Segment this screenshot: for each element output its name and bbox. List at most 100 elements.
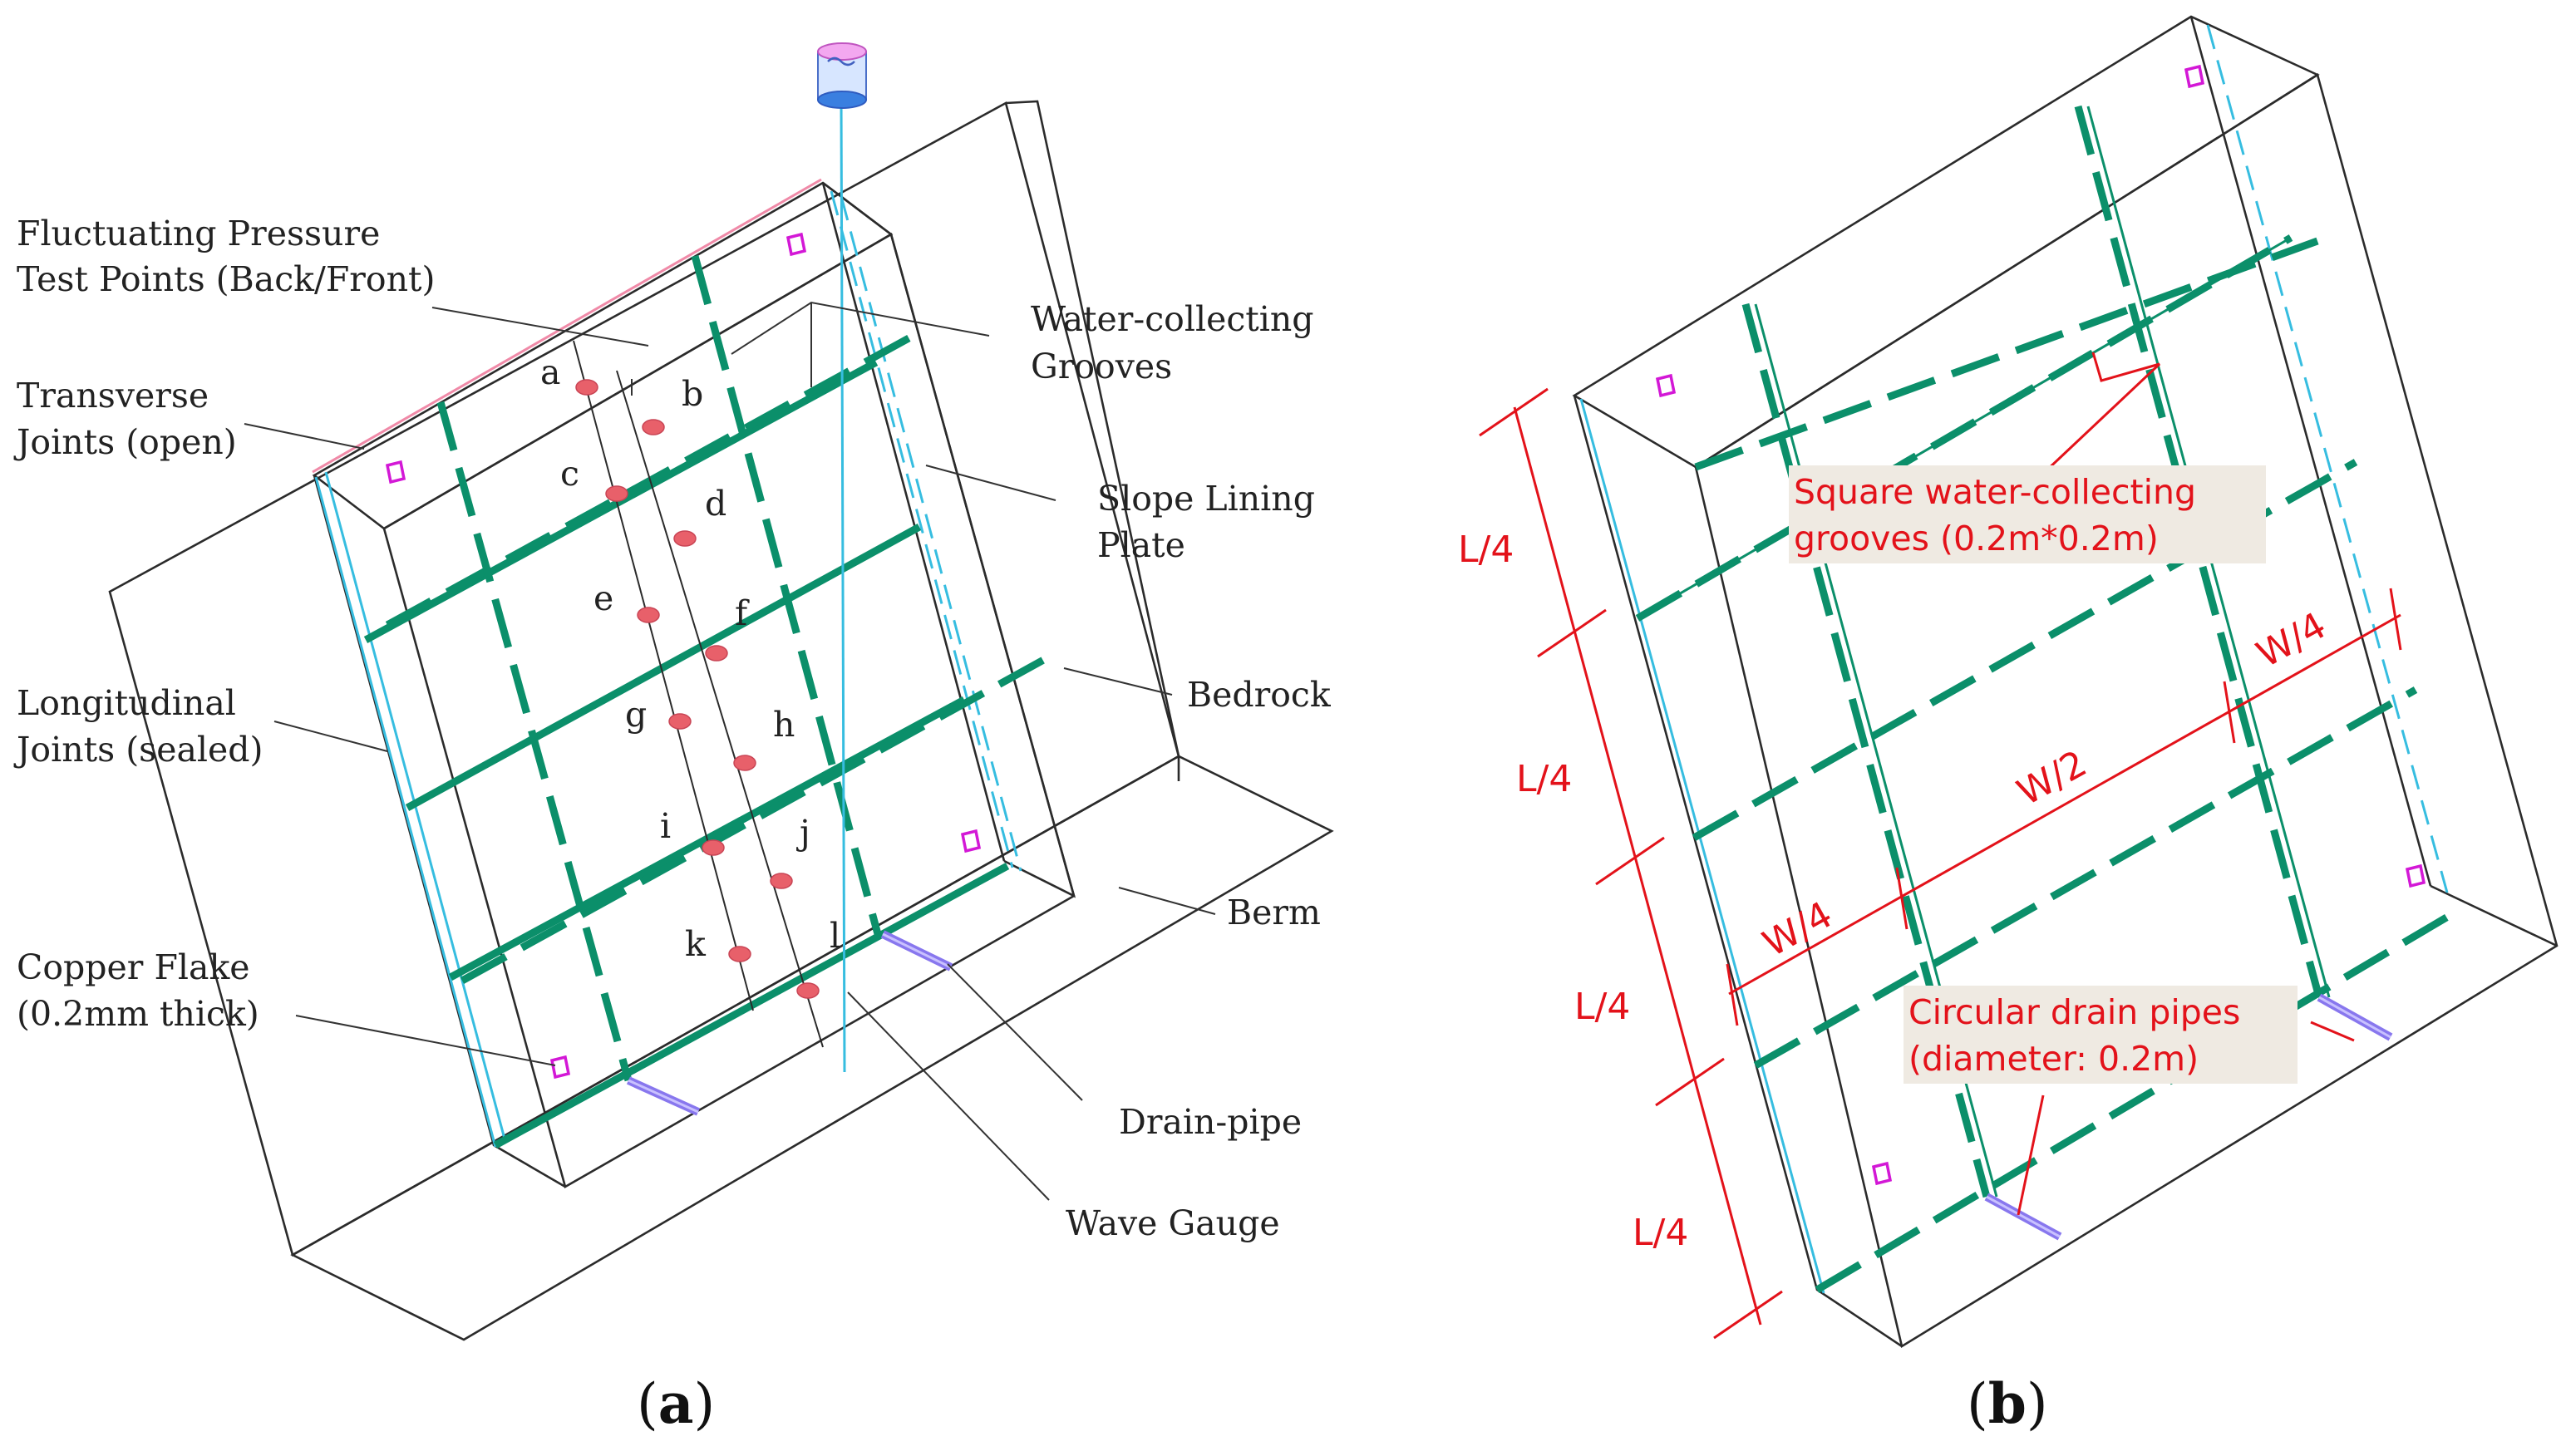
bedrock-side bbox=[1005, 100, 1180, 757]
lining-front-face bbox=[382, 233, 1076, 1188]
plate-back-face bbox=[1572, 15, 2320, 469]
point-label-a: a bbox=[540, 352, 560, 392]
sensor-point-j bbox=[770, 873, 793, 889]
copper-flake-icon bbox=[1871, 1161, 1893, 1186]
label-drain-pipe: Drain-pipe bbox=[1119, 1102, 1302, 1142]
caption-b: (b) bbox=[1967, 1371, 2048, 1436]
point-label-b: b bbox=[682, 374, 703, 414]
lining-back-edge bbox=[821, 182, 1006, 862]
copper-flake-icon bbox=[549, 1055, 571, 1080]
label-longitudinal-2: Joints (sealed) bbox=[13, 730, 263, 770]
wave-gauge-top bbox=[817, 42, 867, 61]
dim-l-4: L/4 bbox=[1633, 1212, 1688, 1254]
sensor-point-a bbox=[575, 379, 598, 396]
copper-flake-icon bbox=[385, 460, 406, 485]
groove-transverse-5 bbox=[460, 650, 1058, 984]
leader-lines bbox=[244, 301, 1216, 1201]
label-slope-2: Plate bbox=[1097, 525, 1185, 565]
wave-gauge-bottom bbox=[817, 91, 867, 109]
sensor-point-g bbox=[668, 713, 692, 730]
panel-b: Square water-collecting grooves (0.2m*0.… bbox=[1458, 15, 2559, 1436]
label-transverse-2: Joints (open) bbox=[13, 422, 237, 462]
copper-flake-icon bbox=[960, 829, 982, 853]
copper-flake-icon bbox=[2405, 863, 2426, 888]
point-label-j: j bbox=[796, 813, 810, 853]
sensor-point-d bbox=[673, 530, 697, 547]
panel-a: Fluctuating Pressure Test Points (Back/F… bbox=[13, 42, 1334, 1436]
lining-right-side bbox=[822, 181, 1076, 898]
point-label-l: l bbox=[830, 916, 840, 956]
label-water-1: Water-collecting bbox=[1031, 299, 1314, 339]
label-longitudinal-1: Longitudinal bbox=[17, 683, 236, 723]
sensor-point-b bbox=[642, 419, 665, 435]
label-water-2: Grooves bbox=[1031, 347, 1172, 386]
label-copper-1: Copper Flake bbox=[17, 947, 250, 987]
label-fluctuating-1: Fluctuating Pressure bbox=[17, 214, 380, 253]
sensor-point-c bbox=[605, 485, 628, 502]
wave-gauge-rod bbox=[840, 97, 846, 1073]
point-label-k: k bbox=[685, 924, 707, 964]
longitudinal-joint-right bbox=[830, 190, 1014, 868]
b-copper-flakes bbox=[1655, 64, 2426, 1186]
pipe-leader bbox=[2017, 1094, 2045, 1216]
dimension-l bbox=[1479, 387, 1783, 1340]
copper-flake-icon bbox=[1655, 373, 1677, 398]
dim-w-right: W/4 bbox=[2250, 604, 2333, 676]
point-label-g: g bbox=[625, 695, 647, 735]
sensor-point-i bbox=[702, 839, 725, 856]
label-wave-gauge: Wave Gauge bbox=[1066, 1203, 1280, 1243]
point-label-h: h bbox=[773, 705, 795, 745]
sensor-line-back bbox=[573, 340, 754, 1011]
groove-transverse-2 bbox=[405, 524, 922, 811]
dim-w-mid: W/2 bbox=[2011, 742, 2094, 814]
point-label-d: d bbox=[705, 484, 726, 524]
point-label-e: e bbox=[593, 578, 613, 618]
label-bedrock: Bedrock bbox=[1187, 675, 1332, 715]
pipe-annotation-1: Circular drain pipes bbox=[1908, 992, 2240, 1032]
wave-gauge bbox=[817, 42, 867, 1073]
dim-l-1: L/4 bbox=[1458, 529, 1514, 571]
longitudinal-joint-left bbox=[314, 476, 497, 1148]
groove-longitudinal-2 bbox=[691, 254, 882, 936]
groove-longitudinal-1 bbox=[436, 401, 633, 1082]
groove-annotation-2: grooves (0.2m*0.2m) bbox=[1794, 519, 2159, 558]
sensor-point-f bbox=[705, 645, 728, 662]
berm-slab bbox=[290, 755, 1334, 1341]
point-label-f: f bbox=[735, 593, 750, 633]
label-copper-2: (0.2mm thick) bbox=[17, 994, 259, 1034]
sensor-line-front bbox=[616, 370, 824, 1048]
transverse-joint-line bbox=[312, 178, 822, 474]
dim-l-3: L/4 bbox=[1574, 986, 1630, 1028]
sensor-point-k bbox=[728, 946, 751, 962]
point-label-c: c bbox=[560, 454, 579, 494]
pipe-annotation-2: (diameter: 0.2m) bbox=[1908, 1039, 2199, 1079]
dim-l-2: L/4 bbox=[1516, 758, 1572, 800]
sensor-point-h bbox=[733, 755, 756, 771]
wave-icon bbox=[827, 57, 855, 66]
pipe-annotation-box bbox=[1904, 986, 2298, 1084]
copper-flake-icon bbox=[2184, 64, 2205, 89]
copper-flakes bbox=[385, 232, 982, 1080]
plate-front-face bbox=[1694, 72, 2559, 1349]
lining-top-face bbox=[312, 181, 894, 530]
plate-joint-right bbox=[2206, 24, 2449, 893]
label-berm: Berm bbox=[1227, 893, 1321, 932]
sensor-point-e bbox=[637, 607, 660, 623]
point-label-i: i bbox=[660, 806, 671, 846]
sensor-point-l bbox=[796, 982, 820, 999]
b-groove-transverse-back bbox=[1694, 237, 2319, 471]
b-groove-transverse-4 bbox=[1815, 906, 2463, 1293]
plate-right-side bbox=[2189, 16, 2432, 887]
sensor-points bbox=[575, 379, 820, 999]
lining-left-side bbox=[313, 475, 566, 1188]
plate-joint-left bbox=[1579, 398, 1825, 1294]
b-groove-transverse-3 bbox=[1753, 686, 2418, 1069]
groove-transverse-1-back bbox=[385, 329, 922, 628]
pipe-leader-2 bbox=[2310, 1021, 2355, 1042]
copper-flake-icon bbox=[786, 232, 807, 257]
caption-a: (a) bbox=[637, 1371, 715, 1436]
groove-annotation-box bbox=[1789, 465, 2266, 563]
dimension-w bbox=[1726, 588, 2402, 1026]
label-fluctuating-2: Test Points (Back/Front) bbox=[17, 259, 435, 299]
b-groove-longitudinal-2 bbox=[2074, 105, 2323, 999]
